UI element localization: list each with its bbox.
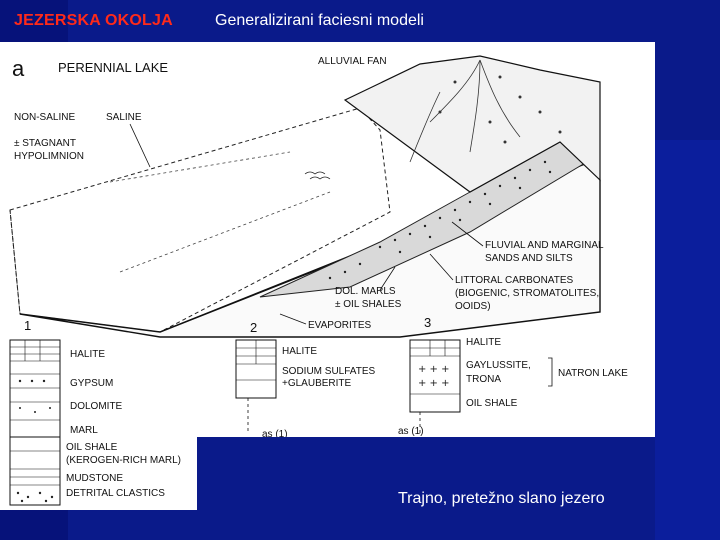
leader-saline (130, 124, 150, 167)
svg-text:+ + +: + + + (418, 364, 450, 375)
label-stagnant-1: ± STAGNANT (14, 138, 76, 149)
facies-diagram: a PERENNIAL LAKE (0, 42, 655, 437)
natron-bracket (548, 358, 552, 386)
col1-unit-gypsum: GYPSUM (70, 378, 113, 389)
label-littoral-2: (BIOGENIC, STROMATOLITES, (455, 288, 599, 299)
col3-unit-gaylussite: GAYLUSSITE, (466, 360, 531, 371)
svg-text:+ + +: + + + (418, 378, 450, 389)
facies-diagram-lower: OIL SHALE (KEROGEN-RICH MARL) MUDSTONE D… (0, 437, 197, 510)
label-saline: SALINE (106, 112, 142, 123)
label-dol-marls-2: ± OIL SHALES (335, 299, 402, 310)
col1-unit-kerogen: (KEROGEN-RICH MARL) (66, 455, 181, 466)
lake-zone-line (110, 152, 290, 182)
panel-letter: a (12, 56, 25, 81)
lake-edge-left (10, 210, 20, 314)
column-2-number: 2 (250, 320, 257, 335)
col3-unit-trona: TRONA (466, 374, 501, 385)
col1-unit-oil-shale: OIL SHALE (66, 442, 118, 453)
col1-unit-mudstone: MUDSTONE (66, 473, 123, 484)
label-littoral-3: OOIDS) (455, 301, 491, 312)
column-2 (236, 340, 276, 434)
slide-caption: Trajno, pretežno slano jezero (398, 490, 605, 508)
col1-unit-dolomite: DOLOMITE (70, 401, 123, 412)
column-3-number: 3 (424, 315, 431, 330)
label-fluvial-1: FLUVIAL AND MARGINAL (485, 240, 604, 251)
label-alluvial-fan: ALLUVIAL FAN (318, 56, 387, 67)
col3-unit-halite: HALITE (466, 337, 501, 348)
col1-unit-clastics: DETRITAL CLASTICS (66, 488, 165, 499)
col3-side-label: NATRON LAKE (558, 368, 628, 379)
column-3: + + + + + + (410, 340, 460, 434)
col2-unit-glauberite: +GLAUBERITE (282, 378, 352, 389)
col2-base-label: as (1) (262, 429, 288, 437)
label-fluvial-2: SANDS AND SILTS (485, 253, 573, 264)
label-non-saline: NON-SALINE (14, 112, 75, 123)
col1-unit-halite: HALITE (70, 349, 105, 360)
col2-unit-sulfates: SODIUM SULFATES (282, 366, 375, 377)
col3-unit-oil-shale: OIL SHALE (466, 398, 518, 409)
slide-title-left: JEZERSKA OKOLJA (14, 12, 173, 30)
column-1-lower: OIL SHALE (KEROGEN-RICH MARL) MUDSTONE D… (0, 437, 197, 510)
panel-title: PERENNIAL LAKE (58, 60, 168, 75)
label-littoral-1: LITTORAL CARBONATES (455, 275, 574, 286)
column-1 (10, 340, 60, 437)
col1-unit-marl: MARL (70, 425, 98, 436)
background-glow (655, 140, 720, 540)
slide-title-right: Generalizirani faciesni modeli (215, 12, 424, 30)
col2-unit-halite: HALITE (282, 346, 317, 357)
lake-zone-line-2 (120, 192, 330, 272)
column-1-number: 1 (24, 318, 31, 333)
stromatolites (305, 172, 330, 179)
label-stagnant-2: HYPOLIMNION (14, 151, 84, 162)
label-dol-marls-1: DOL. MARLS (335, 286, 396, 297)
col3-base-label: as (1) (398, 426, 424, 437)
label-evaporites: EVAPORITES (308, 320, 371, 331)
facies-block-diagram: a PERENNIAL LAKE (0, 42, 655, 437)
